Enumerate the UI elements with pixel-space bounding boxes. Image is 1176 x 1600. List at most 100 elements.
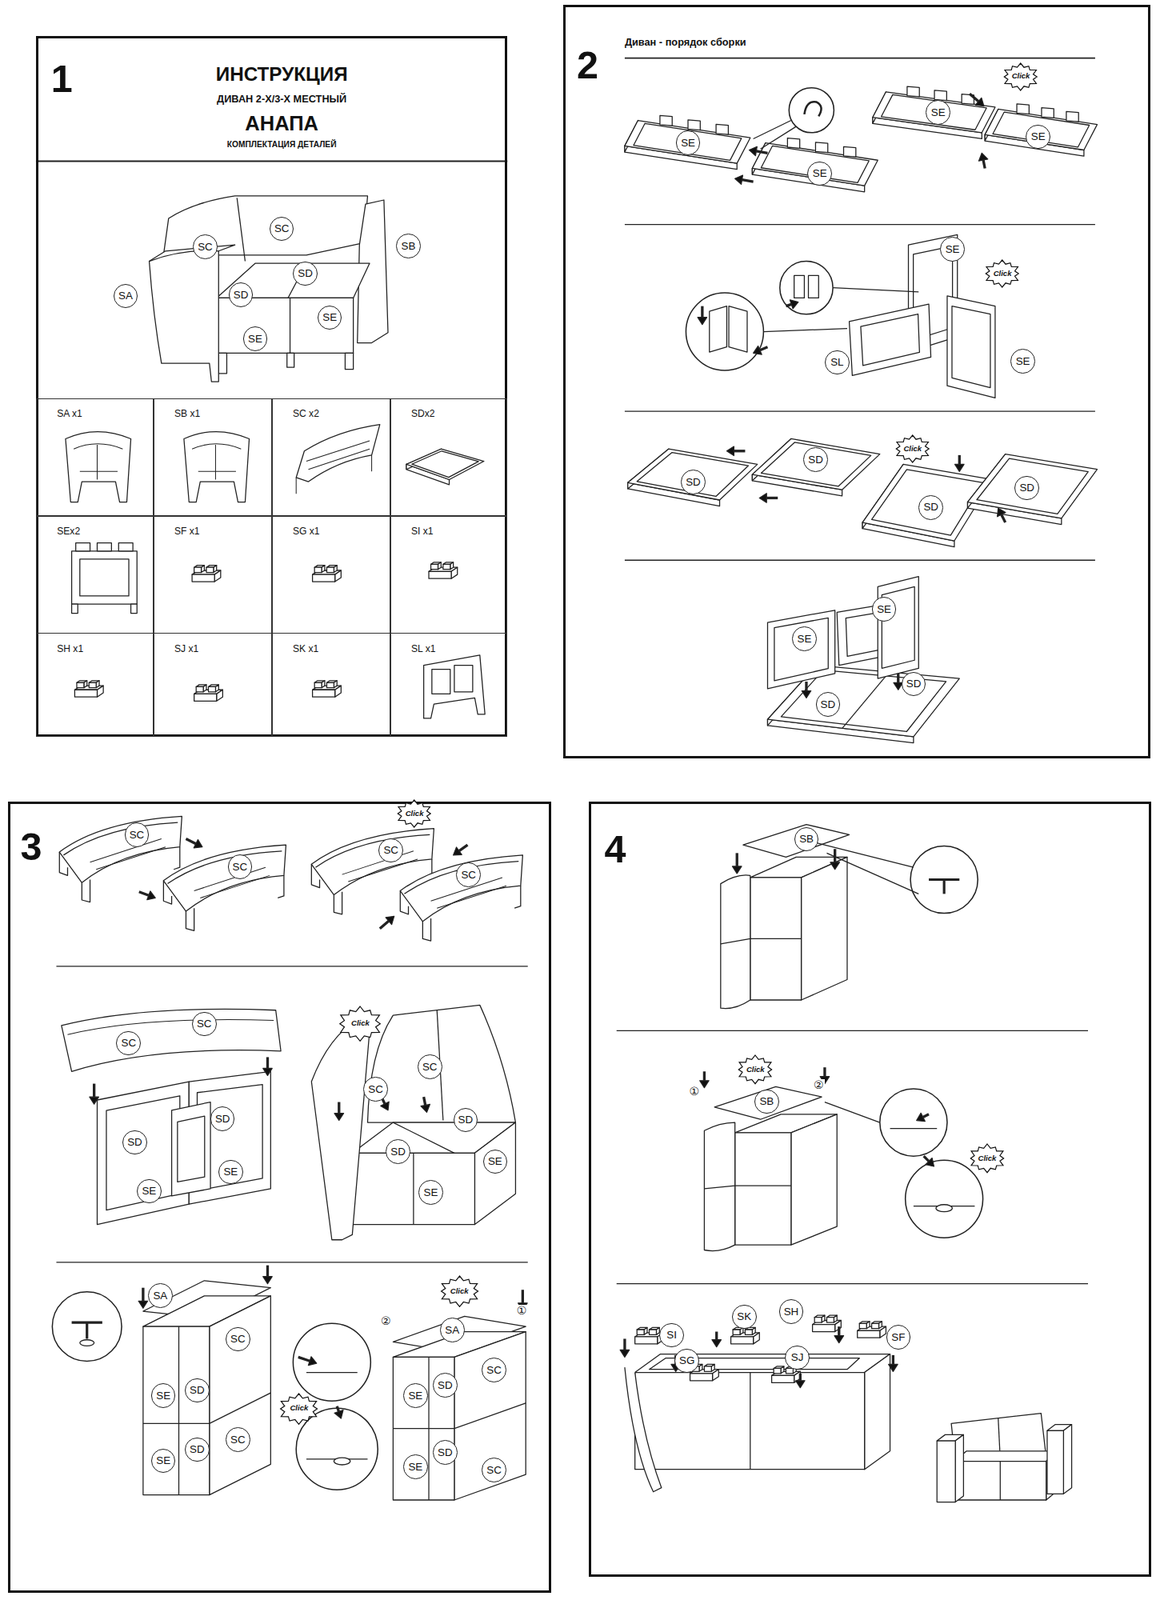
line-art — [975, 97, 984, 106]
part-label: SC — [269, 216, 295, 242]
burst-shape — [970, 1144, 1004, 1173]
line-art — [842, 673, 888, 729]
part-label: SB — [794, 827, 820, 852]
click-text: Click — [405, 809, 424, 819]
part-code: SD — [189, 1443, 205, 1456]
line-art — [720, 875, 751, 1009]
line-art — [147, 891, 156, 900]
line-art — [934, 90, 947, 101]
line-art — [178, 1326, 180, 1495]
part-label: SC — [124, 822, 150, 848]
click-text: Click — [746, 1065, 765, 1075]
part-label: SC — [228, 854, 253, 880]
part-label: SE — [792, 626, 817, 652]
line-art — [997, 508, 1006, 517]
line-art — [143, 1423, 210, 1424]
line-art — [96, 543, 112, 552]
line-art — [728, 306, 748, 352]
part-label: SL — [824, 350, 850, 376]
line-art — [936, 1440, 956, 1503]
part-code: SE — [1031, 130, 1046, 143]
line-art — [794, 275, 805, 298]
line-art — [80, 1340, 95, 1347]
part-label: SD — [918, 495, 944, 520]
line-art — [193, 840, 203, 848]
line-art — [824, 1102, 880, 1124]
click-text: Click — [290, 1404, 309, 1413]
line-art — [216, 689, 224, 701]
panel-text: 1 — [51, 56, 92, 102]
line-art — [385, 916, 395, 924]
part-label: SB — [754, 1089, 780, 1115]
line-art — [118, 543, 133, 552]
line-art — [72, 1322, 103, 1339]
line-art — [59, 816, 182, 883]
line-art — [1001, 514, 1006, 523]
part-code: SE — [322, 311, 337, 324]
part-code: SC — [486, 1464, 502, 1476]
step-order-number: ① — [688, 1085, 700, 1097]
line-art — [808, 275, 820, 298]
click-burst: Click — [278, 1393, 320, 1424]
line-art — [208, 686, 216, 692]
line-art — [759, 493, 767, 503]
part-label: SE — [925, 100, 951, 125]
line-art — [735, 1185, 792, 1187]
line-art — [697, 317, 707, 325]
part-cell: SK x1 — [271, 632, 391, 737]
part-code: SD — [215, 1112, 231, 1125]
line-art — [731, 1336, 754, 1344]
zoom-circle — [292, 1323, 371, 1401]
line-art — [314, 567, 322, 572]
click-text: Click — [1012, 72, 1031, 81]
line-art — [521, 1289, 524, 1304]
line-art — [106, 1096, 180, 1211]
part-code: SE — [141, 1184, 156, 1197]
line-art — [749, 1372, 751, 1470]
part-label: SD — [210, 1106, 236, 1132]
part-code: SD — [820, 698, 836, 711]
part-code: SD — [189, 1384, 205, 1396]
click-burst: Click — [1002, 63, 1039, 91]
zoom-circle — [910, 845, 978, 913]
line-art — [312, 689, 336, 697]
line-art — [952, 306, 991, 388]
line-art — [752, 143, 878, 187]
line-art — [761, 442, 872, 487]
part-code: SK — [736, 1310, 752, 1323]
line-art — [287, 352, 295, 368]
line-art — [443, 564, 451, 569]
burst-shape — [739, 1055, 772, 1084]
part-label: SE — [940, 236, 965, 262]
part-count: SB x1 — [174, 408, 200, 420]
part-label: SE — [1010, 348, 1036, 374]
part-count: SI x1 — [411, 526, 434, 538]
line-art — [139, 892, 149, 896]
line-art — [744, 1329, 752, 1335]
line-art — [335, 685, 342, 697]
line-art — [474, 1122, 516, 1225]
burst-shape — [1004, 63, 1038, 91]
line-art — [969, 93, 979, 101]
part-label: SE — [218, 1160, 244, 1185]
line-art — [636, 1329, 644, 1335]
part-code: SD — [1019, 481, 1035, 494]
line-art — [789, 300, 798, 309]
part-code: SA — [444, 1324, 460, 1336]
step-panel: 1ИНСТРУКЦИЯДИВАН 2-Х/3-Х МЕСТНЫЙАНАПАКОМ… — [36, 36, 508, 738]
line-art — [812, 1324, 836, 1332]
line-art — [766, 496, 778, 500]
part-count: SK x1 — [292, 644, 319, 656]
part-label: SK — [732, 1304, 757, 1330]
click-burst: Click — [439, 1276, 480, 1307]
line-art — [796, 1380, 805, 1388]
panel-text: 4 — [604, 827, 645, 872]
part-code: SD — [685, 476, 701, 488]
part-code: SD — [390, 1145, 406, 1158]
step-order-number: ② — [380, 1315, 392, 1327]
line-art — [896, 673, 900, 683]
line-art — [80, 559, 129, 596]
line-art — [400, 855, 523, 922]
line-art — [236, 197, 245, 261]
